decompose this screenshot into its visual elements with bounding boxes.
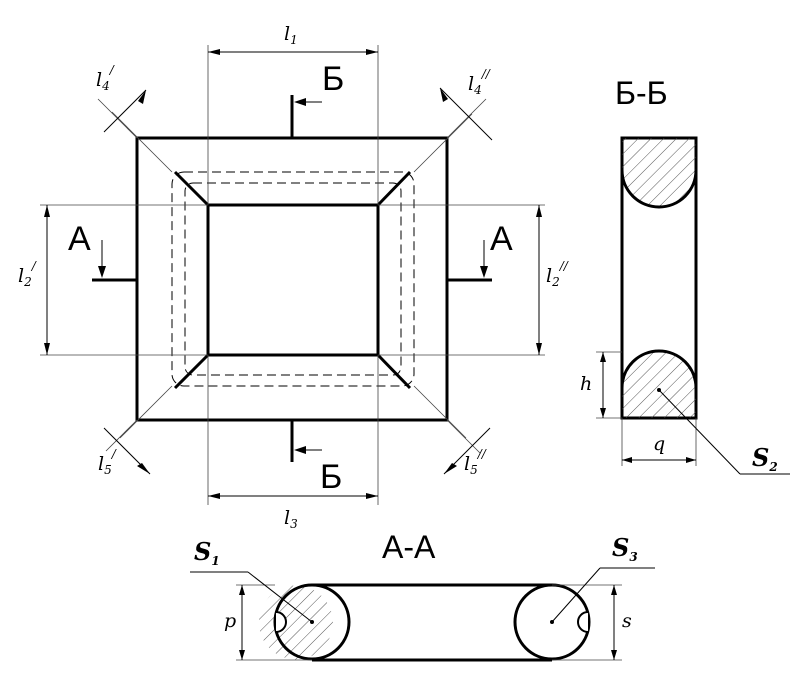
corner-line-tr bbox=[376, 170, 412, 207]
hidden-weld-path bbox=[171, 171, 415, 387]
dimension-s bbox=[552, 584, 622, 661]
label-s1: S1 bbox=[194, 537, 220, 568]
corner-line-tl bbox=[173, 170, 210, 207]
cut-marker-a-left bbox=[92, 240, 137, 282]
dimension-l2-double-prime bbox=[378, 204, 545, 356]
cut-marker-b-bottom bbox=[290, 420, 322, 462]
dimension-l1 bbox=[207, 45, 379, 205]
dimension-p bbox=[236, 584, 312, 661]
label-l2-double-prime: l2// bbox=[546, 259, 570, 289]
corner-line-bl bbox=[173, 353, 210, 390]
dimension-l4-prime bbox=[97, 89, 173, 173]
leader-s3 bbox=[551, 567, 655, 623]
label-cut-b-top: Б bbox=[322, 60, 344, 98]
dimension-l5-prime bbox=[103, 385, 173, 475]
label-s: s bbox=[622, 610, 632, 632]
cut-marker-b-top bbox=[290, 95, 322, 138]
leader-s1 bbox=[190, 571, 313, 623]
section-aa-view bbox=[258, 583, 591, 662]
dimension-h bbox=[596, 351, 622, 419]
label-cut-a-right: А bbox=[490, 220, 513, 258]
label-s3: S3 bbox=[612, 533, 638, 564]
dimension-l5-double-prime bbox=[413, 385, 491, 475]
corner-line-br bbox=[376, 353, 412, 390]
dimension-l4-double-prime bbox=[413, 87, 493, 173]
section-bb-view bbox=[620, 136, 698, 420]
section-bb-title: Б-Б bbox=[615, 75, 668, 111]
label-l1: l1 bbox=[284, 23, 298, 47]
label-l4-prime: l4/ bbox=[96, 63, 116, 93]
label-h: h bbox=[580, 373, 592, 395]
label-s2: S2 bbox=[752, 443, 778, 474]
section-aa-title: А-А bbox=[382, 529, 436, 565]
hidden-weld-path-inner bbox=[184, 182, 402, 376]
dimension-l3 bbox=[207, 355, 379, 505]
label-p: p bbox=[224, 610, 236, 632]
dimension-l2-prime bbox=[40, 204, 208, 356]
label-l5-prime: l5/ bbox=[98, 447, 118, 477]
label-q: q bbox=[653, 433, 665, 455]
label-l2-prime: l2/ bbox=[18, 259, 38, 289]
label-l4-double-prime: l4// bbox=[468, 67, 492, 97]
label-l5-double-prime: l5// bbox=[464, 447, 488, 477]
cut-marker-a-right bbox=[447, 240, 492, 282]
inner-window bbox=[206, 203, 380, 357]
label-cut-a-left: А bbox=[68, 220, 91, 258]
label-cut-b-bottom: Б bbox=[320, 458, 342, 496]
leader-s2 bbox=[658, 389, 790, 475]
label-l3: l3 bbox=[284, 507, 298, 531]
plan-view bbox=[135, 136, 449, 422]
dimension-q bbox=[621, 418, 697, 466]
